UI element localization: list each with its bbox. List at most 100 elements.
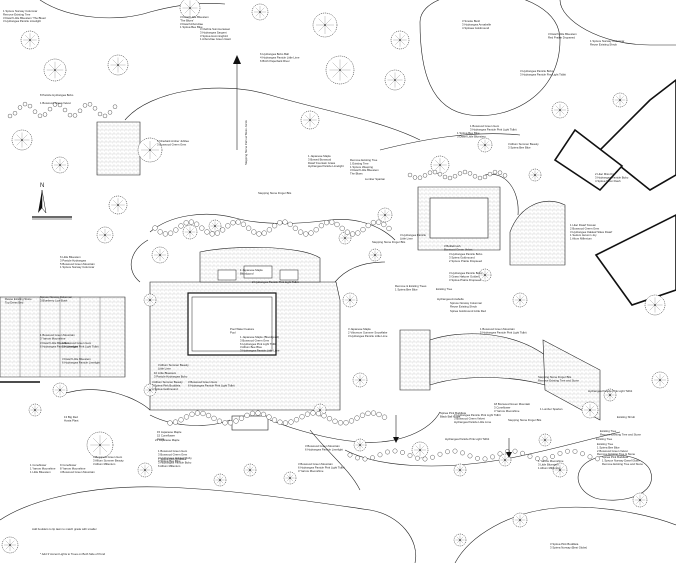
tree-icon [51, 156, 69, 174]
plant-label-line: 3 Hydrangea Annabelle [462, 22, 492, 26]
plant-label-line: 3 Hydrangea Panicle Fire Light Tidbit [520, 72, 566, 76]
plant-label-line: 2 Spruce Prairie Dropseed [449, 259, 482, 263]
plant-label-line: 3 Dwarf Arborvitae [180, 22, 203, 26]
direction-arrow: Stepping Stone Path w/ Moss Joints [233, 55, 248, 165]
plant-label-line: 3 Allium Summer Beauty [93, 458, 124, 462]
tree-icon [86, 431, 114, 459]
plant-label-line: 3 Spirea Bee Blue [508, 145, 531, 149]
plant-label-line: 3 Boxwood Green Gem [240, 338, 270, 342]
shrub-icon [417, 175, 423, 180]
grade-arrows [393, 415, 512, 458]
dining-patio [199, 247, 321, 283]
plant-label-line: 3 Grass Hakone Golden [449, 274, 479, 278]
shrub-icon [339, 225, 345, 232]
shrub-icon [308, 230, 314, 236]
shrub-icon [337, 420, 344, 426]
shrub-icon [282, 420, 289, 426]
plant-label-line: 4 Allium Summer Beauty [152, 380, 183, 384]
shrub-icon [365, 222, 371, 229]
shrub-icon [162, 231, 169, 237]
shrub-icon [437, 171, 443, 177]
shrub-icon [47, 106, 53, 112]
shrub-icon [152, 225, 158, 231]
tree-icon [96, 226, 114, 244]
shrub-icon [432, 169, 438, 175]
tree-icon [512, 292, 528, 308]
plant-label-line: 3 Dwarf Little Bluestem [62, 357, 91, 361]
shrub-icon [475, 455, 480, 461]
plant-label-line: 3 Dwarf Little Bluestem [180, 15, 209, 19]
plant-label-line: 3 Little Bluestem [538, 462, 559, 466]
plant-label-line: Remove Existing Tree [3, 12, 31, 16]
plant-label-line: 6 Little Bluestem [60, 255, 81, 259]
plant-label-line: 1 Spruce Weeping [350, 165, 373, 169]
plant-label-line: Reuse Existing Shrub [590, 42, 617, 46]
shrub-icon [204, 229, 210, 235]
shrub-icon [304, 411, 311, 417]
plant-label: Hydrangea Panicle Pink Light Tidbit [588, 389, 632, 393]
shrub-icon [211, 415, 217, 422]
tree-icon [384, 69, 406, 91]
tree-icon [107, 54, 129, 76]
shrub-icon [318, 223, 325, 229]
lower-note-2: * Add 3' Accent Lights to Trees on Both … [40, 552, 106, 556]
plant-label-line: Pool [230, 330, 236, 334]
shrub-icon [447, 175, 453, 181]
shrub-icon [189, 411, 195, 417]
plant-label: 3 Dwarf Little Bluestem'The Blues'3 Dwar… [180, 15, 209, 29]
shrub-icon [467, 171, 473, 176]
plant-label-line: 3 Dwarf Little Bluestem [350, 168, 379, 172]
plant-label-line: 3 Hydrangea Panicle Bobo [449, 252, 483, 256]
shrub-icon [343, 420, 349, 426]
plant-label: Lumber Spartan [365, 177, 386, 181]
plant-label: Stepping Stone Finger Bits [508, 418, 542, 422]
shrub-icon [460, 450, 465, 456]
plant-label-line: 8 Yarrow Moonshine [60, 466, 86, 470]
shrub-icon [313, 227, 319, 233]
plant-label-line: 1 Spruce Norway Dwarf Globe [602, 458, 640, 462]
shrub-icon [427, 170, 433, 175]
shrub-icon [205, 412, 212, 419]
shrub-icon [497, 170, 503, 175]
plant-label-line: 1 Existing Tree [350, 161, 369, 165]
tree-icon [651, 371, 669, 389]
plant-label-line: 3 Spirea Pink Buddleia [550, 542, 579, 546]
shrub-icon [246, 225, 252, 231]
shrub-icon [452, 173, 458, 179]
shrub-icon [255, 410, 261, 416]
shrub-icon [299, 414, 305, 420]
shrub-icon [542, 456, 548, 462]
plant-label-line: Boxwood Green Velvet [444, 247, 473, 251]
plant-label-line: Red Prairie Dropseed [548, 35, 575, 39]
shrub-icon [52, 102, 58, 107]
tree-icon [552, 462, 568, 478]
plant-label-line: 1 Sedum Autumn Joy [570, 233, 597, 237]
plant-label-line: 2 Lilac Miss Kim [595, 172, 616, 176]
upper-left-planting-bed [39, 0, 226, 19]
shrub-icon [355, 230, 361, 236]
center-pond [577, 454, 652, 501]
shrub-icon [277, 220, 283, 226]
shrub-icon [310, 410, 316, 416]
tree-icon [11, 129, 33, 151]
plant-label-line: 3 Spirea Goldmound [449, 255, 475, 259]
plant-label-line: Reuse Existing Shrub [450, 304, 477, 308]
shrub-icon [222, 420, 228, 426]
plant-label-line: Spruce Norway Columnar [450, 301, 482, 305]
bottom-left-lawn [0, 486, 417, 563]
plant-label-line: 3 Smoke Bush [462, 19, 481, 23]
plant-label-line: 3 Allium Summer Beauty [508, 142, 539, 146]
